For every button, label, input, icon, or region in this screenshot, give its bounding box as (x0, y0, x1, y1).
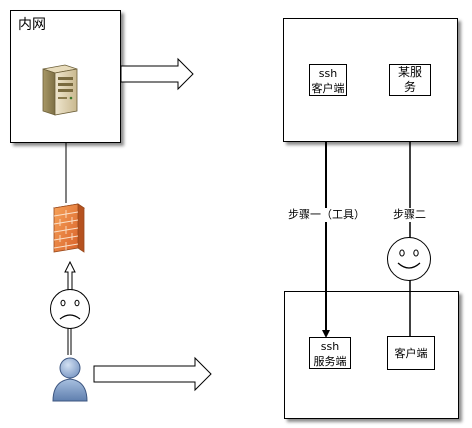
sad-face-icon (50, 289, 90, 329)
firewall-icon (52, 203, 86, 253)
client-label: 客户端 (394, 347, 428, 360)
ssh-client-node: ssh 客户端 (309, 64, 347, 96)
step2-label: 步骤二 (393, 208, 426, 222)
ssh-client-line2: 客户端 (311, 82, 345, 95)
intranet-box: 内网 (10, 10, 121, 143)
ssh-client-line1: ssh (318, 67, 338, 80)
some-service-node: 某服 务 (389, 64, 431, 96)
intranet-title: 内网 (18, 17, 46, 33)
some-service-line2: 务 (403, 80, 416, 94)
step1-label: 步骤一（工具） (288, 208, 365, 222)
sadface-firewall-arrow (64, 260, 76, 291)
ssh-server-line2: 服务端 (313, 355, 347, 368)
ssh-server-node: ssh 服务端 (309, 337, 351, 369)
ssh-server-line1: ssh (320, 340, 340, 353)
server-icon (42, 64, 78, 116)
some-service-line1: 某服 (397, 65, 422, 79)
client-node: 客户端 (387, 336, 435, 370)
happy-face-icon (387, 237, 431, 281)
user-icon (52, 357, 88, 402)
